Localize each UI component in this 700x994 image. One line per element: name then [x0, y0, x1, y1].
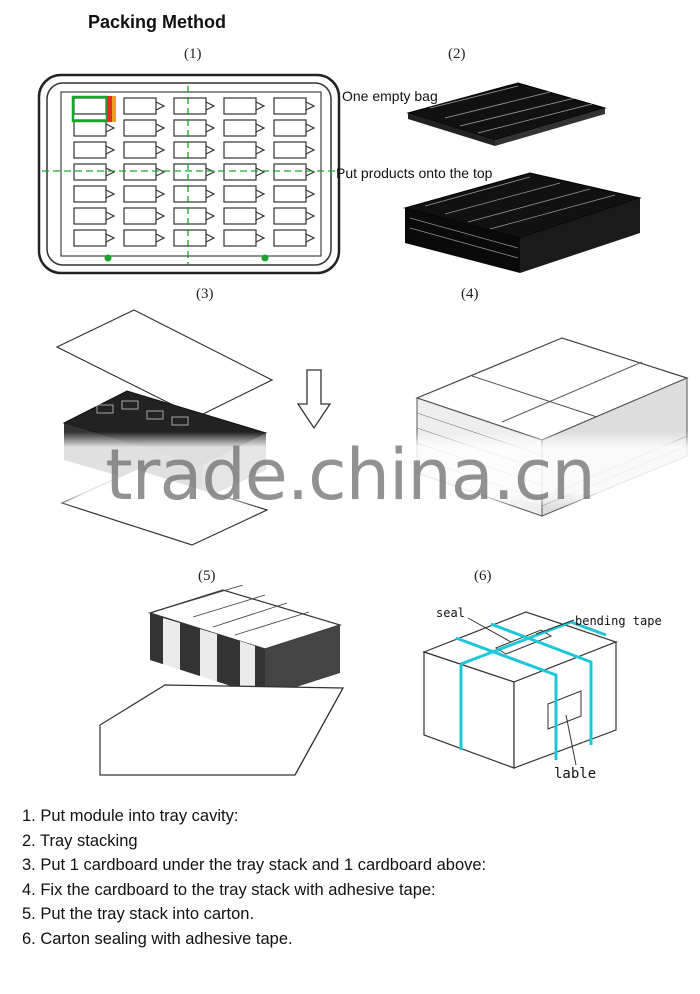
tray-cavity-tab [156, 168, 164, 176]
panel-6-number: (6) [474, 568, 492, 585]
tray-cavity [274, 230, 306, 246]
panel-4-number: (4) [461, 286, 479, 303]
tray-cavity-tab [206, 212, 214, 220]
tray-cavity-tab [306, 146, 314, 154]
tray-cavity [224, 164, 256, 180]
page-title: Packing Method [88, 12, 226, 33]
callout-label: lable [554, 766, 596, 782]
step-2: 2. Tray stacking [22, 829, 486, 854]
panel-1-number: (1) [184, 46, 202, 63]
tray-cavity-tab [156, 102, 164, 110]
tray-cavity-tab [106, 190, 114, 198]
tray-cavity-tab [106, 212, 114, 220]
tray-cavity-tab [206, 124, 214, 132]
step-4: 4. Fix the cardboard to the tray stack w… [22, 878, 486, 903]
tray-cavity-tab [306, 212, 314, 220]
step-6: 6. Carton sealing with adhesive tape. [22, 927, 486, 952]
tray-cavity [224, 186, 256, 202]
tray-cavity [224, 230, 256, 246]
tray-cavity-tab [306, 234, 314, 242]
watermark-text: trade.china.cn [0, 434, 700, 516]
tray-cavity [224, 142, 256, 158]
tray-cavity [124, 142, 156, 158]
tray-cavity [174, 120, 206, 136]
tray-cavity [124, 98, 156, 114]
tray-cavity-tab [256, 234, 264, 242]
tray-cavity-tab [256, 124, 264, 132]
tray-cavity [124, 186, 156, 202]
tray-stack-illustration [400, 78, 690, 278]
step-1: 1. Put module into tray cavity: [22, 804, 486, 829]
tray-cavity [74, 208, 106, 224]
tray-cavity-tab [106, 234, 114, 242]
tray-cavity [274, 120, 306, 136]
tray-cavity [274, 164, 306, 180]
tray-cavity-tab [256, 146, 264, 154]
tray-cavity [74, 230, 106, 246]
tray-cavity [174, 186, 206, 202]
step-3: 3. Put 1 cardboard under the tray stack … [22, 853, 486, 878]
tray-cavity [274, 186, 306, 202]
tray-cavity-tab [206, 146, 214, 154]
tray-cavity [124, 230, 156, 246]
tray-cavity [224, 208, 256, 224]
tray-cavity-tab [106, 124, 114, 132]
tray-cavity [174, 208, 206, 224]
tray-cavity [124, 120, 156, 136]
tray-cavity [124, 208, 156, 224]
tray-cavity [224, 120, 256, 136]
tray-cavity-tab [206, 168, 214, 176]
tray-cavity [74, 142, 106, 158]
tray-cavity-tab [106, 168, 114, 176]
tray-cavity [124, 164, 156, 180]
down-arrow-icon [296, 368, 332, 430]
tray-cavity-tab [256, 168, 264, 176]
panel-5-number: (5) [198, 568, 216, 585]
tray-cavity-tab [206, 190, 214, 198]
tray-cavity-tab [306, 102, 314, 110]
tray-cavity-tab [106, 146, 114, 154]
stack-into-carton-illustration [95, 585, 360, 780]
tray-cavity [274, 98, 306, 114]
tray-cavity-tab [156, 234, 164, 242]
tray-cavity [74, 186, 106, 202]
panel-2-number: (2) [448, 46, 466, 63]
callout-seal: seal [436, 606, 465, 620]
callout-bending-tape: bending tape [575, 614, 662, 628]
tray-cavity-tab [306, 190, 314, 198]
tray-cavity-tab [256, 102, 264, 110]
tray-cavity-tab [156, 124, 164, 132]
panel-3-number: (3) [196, 286, 214, 303]
tray-cavity [174, 230, 206, 246]
tray-cavity [274, 142, 306, 158]
tray-cavity-tab [156, 146, 164, 154]
tray-cavity-tab [206, 102, 214, 110]
tray-cavity [174, 98, 206, 114]
tray-cavity-tab [156, 212, 164, 220]
steps-list: 1. Put module into tray cavity: 2. Tray … [22, 804, 486, 952]
tray-cavity-tab [206, 234, 214, 242]
tray-top-view-illustration [36, 72, 342, 276]
cardboard-above-stack-illustration [52, 305, 282, 555]
tray-cavity [274, 208, 306, 224]
step-5: 5. Put the tray stack into carton. [22, 902, 486, 927]
tray-cavity [174, 164, 206, 180]
tray-cavity [224, 98, 256, 114]
tray-cavity-tab [156, 190, 164, 198]
tray-cavity-tab [306, 168, 314, 176]
tray-cavity [74, 164, 106, 180]
tray-cavity-tab [256, 212, 264, 220]
tray-cavity [174, 142, 206, 158]
tray-cavity-tab [256, 190, 264, 198]
tray-cavity [74, 120, 106, 136]
tray-cavity-tab [306, 124, 314, 132]
tray-cavity [74, 98, 106, 114]
